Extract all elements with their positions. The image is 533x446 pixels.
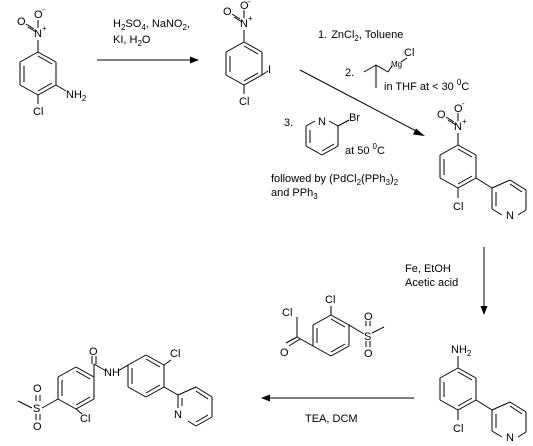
step4-reagents: TEA, DCM <box>305 413 358 425</box>
arrow-step-2 <box>299 69 425 136</box>
sulfonyl-oxygen-bottom: O <box>33 421 42 433</box>
step1-reagents-line1: H2SO4, NaNO2, <box>113 18 190 32</box>
molecule-acyl-chloride-reagent: Cl O Cl S O O <box>280 294 385 360</box>
pyridine-n: N <box>506 432 514 444</box>
nitro-o-left: O <box>17 16 26 28</box>
step3-reagents-line2: Acetic acid <box>405 277 458 289</box>
step1-reagents-line2: KI, H2O <box>113 34 151 48</box>
chloro-label: Cl <box>170 348 180 360</box>
nitro-plus: + <box>248 14 253 23</box>
step3-reagents-line1: Fe, EtOH <box>405 263 451 275</box>
step2-catalyst-line1: followed by (PdCl2(PPh3)2 <box>271 173 399 187</box>
chloro-label: Cl <box>33 106 43 118</box>
amine-text: NH <box>66 89 82 101</box>
amide-oxygen: O <box>89 346 98 358</box>
step2-item2-conditions: in THF at < 30 0C <box>384 78 469 93</box>
molecule-iodo-intermediate: N + O - O I Cl <box>223 0 271 108</box>
arrow-step-3 <box>480 247 488 315</box>
sulfonyl-oxygen-top: O <box>364 311 373 323</box>
molecule-aniline-intermediate: NH2 Cl N <box>439 344 527 444</box>
amide-nh: NH <box>104 367 120 379</box>
nitro-o-left: O <box>223 6 232 18</box>
bromo-label: Br <box>349 112 360 124</box>
chloro-label: Cl <box>453 423 463 435</box>
nitro-o-left: O <box>437 109 446 121</box>
sulfonyl-sulfur: S <box>33 403 40 415</box>
step2-item3-temperature: at 50 0C <box>345 142 385 157</box>
step2-item1: 1.ZnCl2, Toluene <box>318 29 403 43</box>
pyridine-n: N <box>318 116 326 128</box>
nitro-o-charge: - <box>42 5 45 14</box>
nitro-o-charge: - <box>248 0 251 6</box>
step2-item2-number: 2. <box>345 67 354 79</box>
nitro-o-top: O <box>34 9 43 21</box>
ring-chloro-label: Cl <box>325 294 335 306</box>
nitro-o-top: O <box>240 0 249 12</box>
nitro-n: N <box>34 28 42 40</box>
nitro-n: N <box>240 18 248 30</box>
mg-label: Mg <box>391 60 402 69</box>
iodo-label: I <box>268 64 271 76</box>
nitro-o-top: O <box>454 103 463 115</box>
chloro-label: Cl <box>239 96 249 108</box>
nitro-n: N <box>454 121 462 133</box>
carbonyl-oxygen: O <box>280 347 289 359</box>
amine-nh2: NH2 <box>451 344 472 358</box>
chloro-label: Cl <box>453 201 463 213</box>
nitro-o-charge: - <box>462 99 465 108</box>
nitro-plus: + <box>462 117 467 126</box>
molecule-starting-material: N + O - O NH2 Cl <box>17 5 87 118</box>
molecule-nitro-pyridyl-intermediate: N + O - O Cl N <box>437 99 527 222</box>
pyridine-n: N <box>174 409 182 421</box>
amine-nh2: NH2 <box>66 89 87 103</box>
nitro-plus: + <box>42 24 47 33</box>
amine-sub: 2 <box>82 94 87 103</box>
2-bromopyridine: N Br <box>305 112 360 156</box>
ring-chloro-label: Cl <box>80 413 90 425</box>
sulfonyl-oxygen-top: O <box>33 383 42 395</box>
arrow-step-1 <box>97 56 199 64</box>
sulfonyl-oxygen-bottom: O <box>364 348 373 360</box>
arrow-step-4 <box>261 394 414 402</box>
isopropylmagnesium-chloride: Mg Cl <box>363 47 414 88</box>
sulfonyl-sulfur: S <box>364 331 371 343</box>
molecule-final-product: O S O O NH Cl Cl N <box>17 346 213 433</box>
mg-chloro-label: Cl <box>404 47 414 59</box>
step2-item3-number: 3. <box>284 117 293 129</box>
pyridine-n: N <box>506 210 514 222</box>
step2-catalyst-line2: and PPh3 <box>271 187 318 201</box>
acyl-chloro-label: Cl <box>282 307 292 319</box>
